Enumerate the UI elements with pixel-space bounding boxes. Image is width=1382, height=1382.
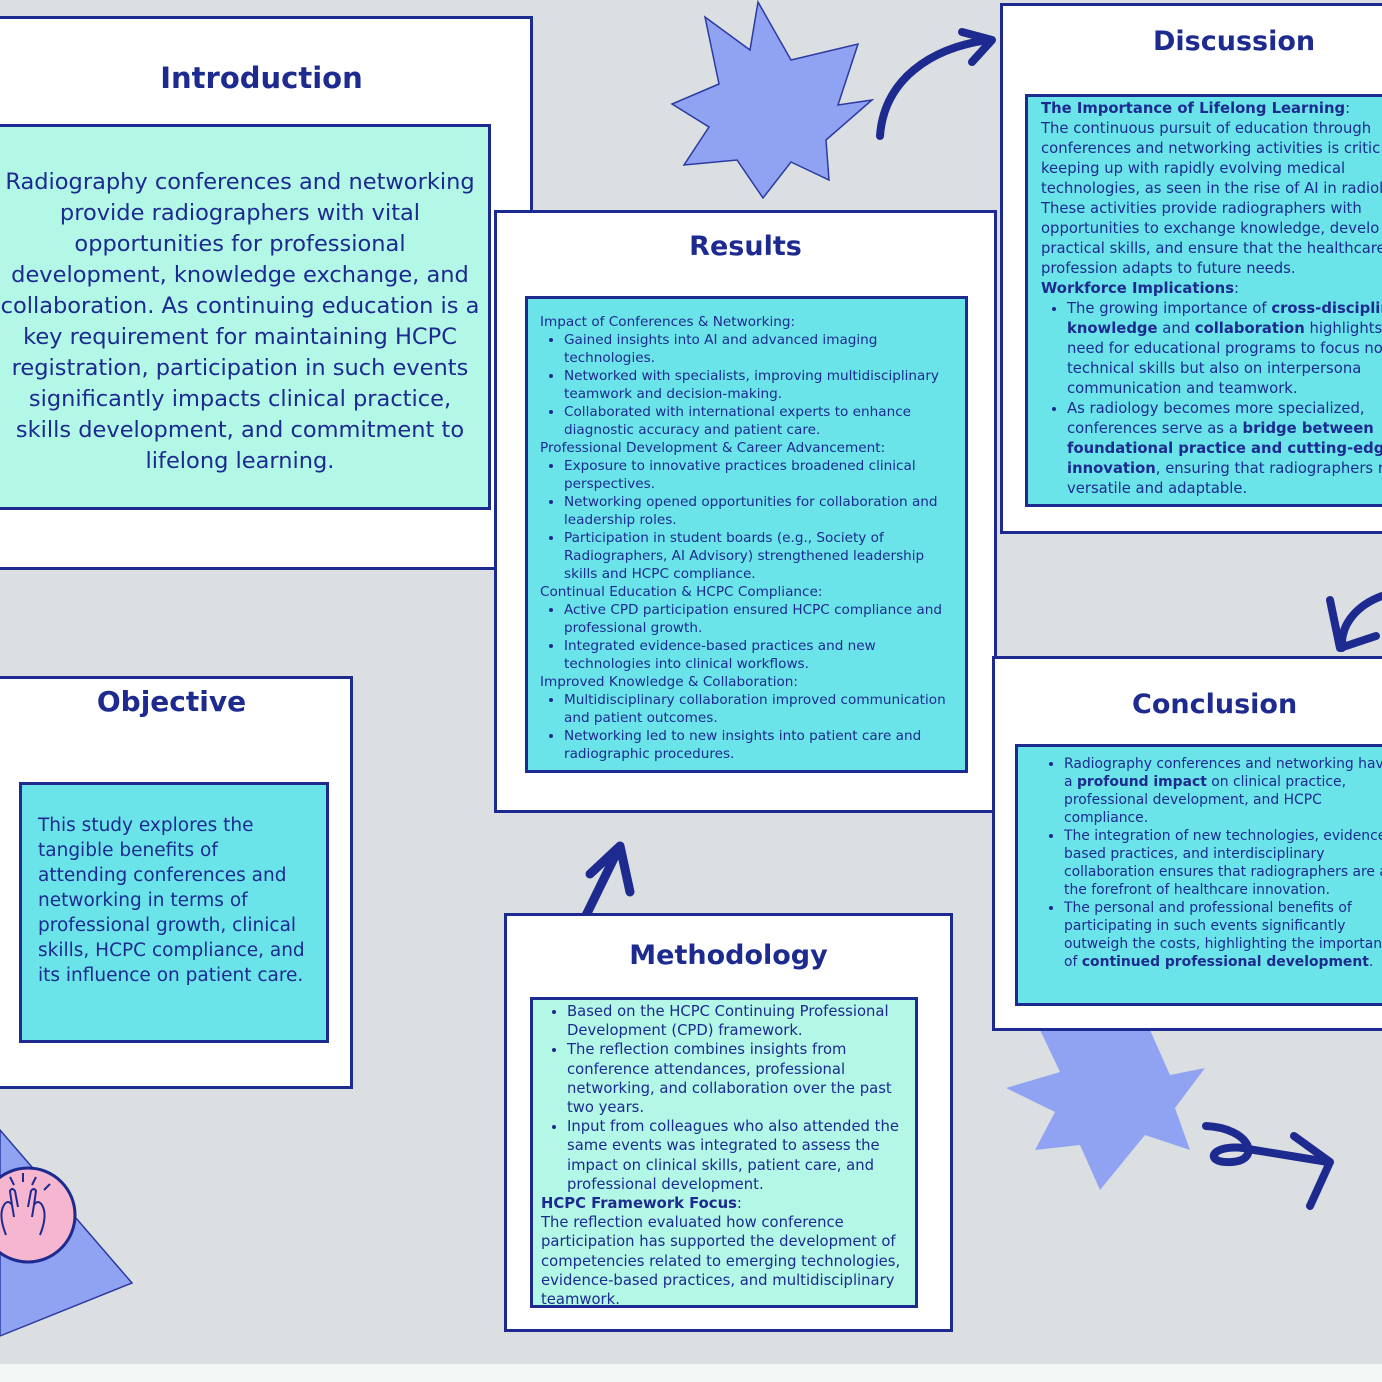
curved-arrow-icon <box>1202 1122 1334 1210</box>
focus-heading-text: HCPC Framework Focus <box>541 1195 737 1213</box>
list-item: Input from colleagues who also attended … <box>567 1117 907 1194</box>
objective-title: Objective <box>96 685 247 718</box>
workforce-heading-text: Workforce Implications <box>1041 280 1235 297</box>
discussion-list: The growing importance of cross-discipli… <box>1041 299 1382 499</box>
objective-panel: Objective This study explores the tangib… <box>0 676 353 1089</box>
conclusion-title: Conclusion <box>1132 689 1298 720</box>
text-run: on clinical practice, professional devel… <box>1064 774 1347 826</box>
text-run: The growing importance of <box>1067 300 1272 317</box>
introduction-body: Radiography conferences and networking p… <box>0 169 480 474</box>
methodology-focus-body: The reflection evaluated how conference … <box>541 1214 901 1308</box>
results-list: Gained insights into AI and advanced ima… <box>540 331 955 439</box>
lifelong-heading: The Importance of Lifelong Learning: <box>1041 99 1382 119</box>
bold-run: continued professional development <box>1081 954 1369 970</box>
text-run: , ensuring that radiographers re versati… <box>1067 460 1382 497</box>
text-run: As radiology becomes more specialized, c… <box>1067 400 1365 437</box>
raised-hands-icon <box>0 1166 77 1264</box>
bold-run: profound impact <box>1076 774 1207 790</box>
footer-strip <box>0 1364 1382 1382</box>
list-item: Multidisciplinary collaboration improved… <box>564 691 955 727</box>
list-item: Radiography conferences and networking h… <box>1064 755 1382 827</box>
lifelong-heading-text: The Importance of Lifelong Learning <box>1041 100 1346 117</box>
objective-body-box: This study explores the tangible benefit… <box>19 782 329 1043</box>
results-panel: Results Impact of Conferences & Networki… <box>494 210 997 813</box>
introduction-body-box: Radiography conferences and networking p… <box>0 124 491 510</box>
list-item: Networking opened opportunities for coll… <box>564 493 955 529</box>
star-burst-icon <box>670 0 875 200</box>
text-run: highlights t need for educational progra… <box>1067 320 1382 397</box>
focus-heading-colon: : <box>736 1195 742 1213</box>
introduction-panel: Introduction Radiography conferences and… <box>0 16 533 570</box>
results-list: Active CPD participation ensured HCPC co… <box>540 601 955 673</box>
results-section-heading: Improved Knowledge & Collaboration: <box>540 674 798 690</box>
methodology-body-box: Based on the HCPC Continuing Professiona… <box>530 997 918 1308</box>
discussion-body-box: The Importance of Lifelong Learning: The… <box>1025 94 1382 507</box>
discussion-title: Discussion <box>1153 26 1316 57</box>
results-section-heading: Professional Development & Career Advanc… <box>540 440 886 456</box>
conclusion-list: Radiography conferences and networking h… <box>1038 755 1382 971</box>
introduction-title: Introduction <box>160 61 363 95</box>
workforce-heading-colon: : <box>1234 280 1240 297</box>
list-item: As radiology becomes more specialized, c… <box>1067 399 1382 499</box>
text-run: Radiography conferences and networking h… <box>1064 756 1382 790</box>
methodology-title: Methodology <box>629 940 828 971</box>
bold-run: collaboration <box>1194 320 1305 337</box>
objective-body: This study explores the tangible benefit… <box>38 815 305 986</box>
results-list: Exposure to innovative practices broaden… <box>540 457 955 583</box>
results-title: Results <box>689 231 802 262</box>
text-run: . <box>1368 954 1374 970</box>
conclusion-panel: Conclusion Radiography conferences and n… <box>992 656 1382 1031</box>
text-run: and <box>1157 320 1195 337</box>
results-body-box: Impact of Conferences & Networking: Gain… <box>525 296 968 773</box>
curved-arrow-icon <box>1326 592 1382 652</box>
workforce-heading: Workforce Implications: <box>1041 279 1382 299</box>
list-item: Participation in student boards (e.g., S… <box>564 529 955 583</box>
results-list: Multidisciplinary collaboration improved… <box>540 691 955 763</box>
list-item: Collaborated with international experts … <box>564 403 955 439</box>
methodology-list: Based on the HCPC Continuing Professiona… <box>541 1002 907 1194</box>
list-item: Networking led to new insights into pati… <box>564 727 955 763</box>
lifelong-heading-colon: : <box>1345 100 1351 117</box>
list-item: The reflection combines insights from co… <box>567 1040 907 1117</box>
methodology-panel: Methodology Based on the HCPC Continuing… <box>504 913 953 1332</box>
results-section-heading: Impact of Conferences & Networking: <box>540 314 796 330</box>
list-item: Exposure to innovative practices broaden… <box>564 457 955 493</box>
bold-run: cross-disciplin knowledge <box>1067 300 1382 337</box>
lifelong-body: The continuous pursuit of education thro… <box>1041 120 1382 277</box>
list-item: The personal and professional benefits o… <box>1064 899 1382 971</box>
bold-run: bridge between foundational practice and… <box>1067 420 1382 477</box>
list-item: Gained insights into AI and advanced ima… <box>564 331 955 367</box>
curved-arrow-icon <box>876 28 996 140</box>
results-section-heading: Continual Education & HCPC Compliance: <box>540 584 823 600</box>
methodology-focus-heading: HCPC Framework Focus: <box>541 1194 907 1213</box>
list-item: The integration of new technologies, evi… <box>1064 827 1382 899</box>
discussion-panel: Discussion The Importance of Lifelong Le… <box>1000 3 1382 534</box>
text-run: The personal and professional benefits o… <box>1064 900 1382 970</box>
list-item: Integrated evidence-based practices and … <box>564 637 955 673</box>
conclusion-body-box: Radiography conferences and networking h… <box>1015 744 1382 1006</box>
list-item: Networked with specialists, improving mu… <box>564 367 955 403</box>
list-item: Based on the HCPC Continuing Professiona… <box>567 1002 907 1040</box>
star-burst-icon <box>1006 1030 1205 1190</box>
list-item: Active CPD participation ensured HCPC co… <box>564 601 955 637</box>
list-item: The growing importance of cross-discipli… <box>1067 299 1382 399</box>
